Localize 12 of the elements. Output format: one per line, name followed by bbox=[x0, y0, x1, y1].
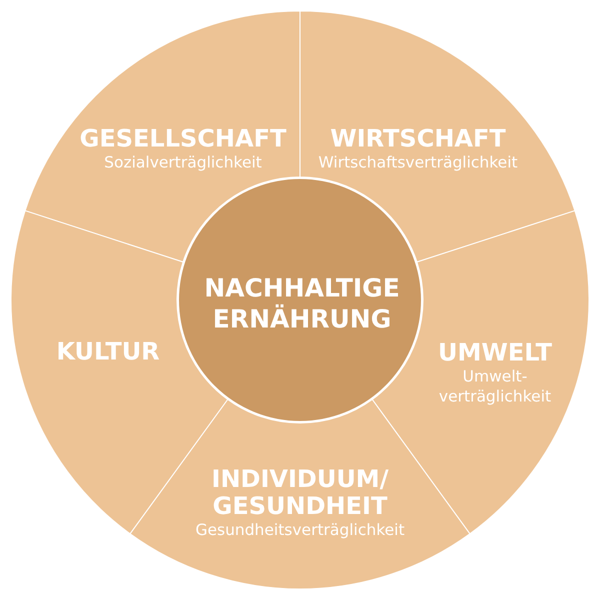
segment-subtitle: Wirtschaftsverträglichkeit bbox=[318, 152, 518, 172]
segment-title: UMWELT bbox=[438, 339, 552, 366]
segment-subtitle: Sozialverträglichkeit bbox=[104, 152, 262, 172]
wheel-segment bbox=[299, 11, 575, 262]
wheel-segment bbox=[25, 11, 300, 262]
segment-title: KULTUR bbox=[56, 338, 160, 366]
segment-title: GESELLSCHAFT bbox=[80, 126, 286, 152]
segment-title: INDIVIDUUM/ GESUNDHEIT bbox=[212, 466, 388, 520]
segment-title: WIRTSCHAFT bbox=[330, 126, 506, 152]
segment-subtitle: Umwelt- verträglichkeit bbox=[438, 366, 552, 407]
center-title: NACHHALTIGE ERNÄHRUNG bbox=[204, 274, 400, 334]
segment-subtitle: Gesundheitsverträglichkeit bbox=[195, 520, 405, 540]
